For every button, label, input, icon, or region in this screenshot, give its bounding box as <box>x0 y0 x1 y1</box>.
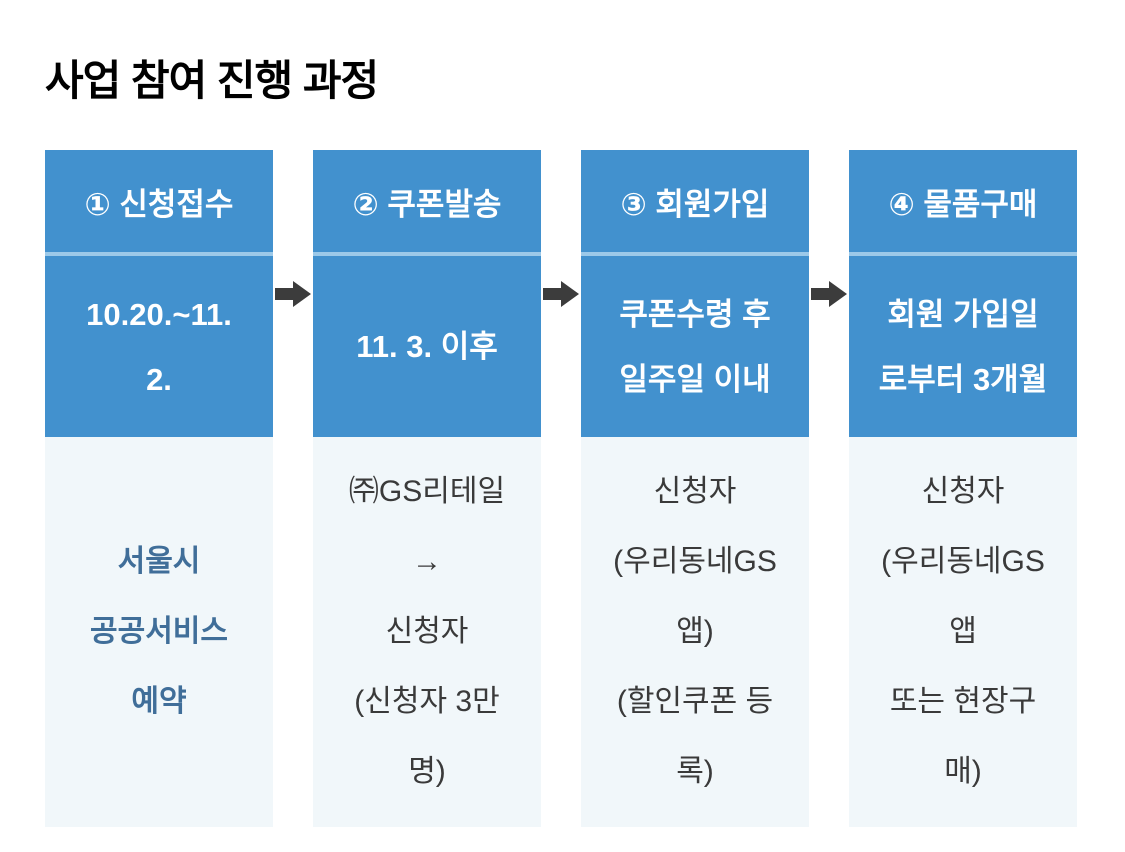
step-2-detail: ㈜GS리테일 → 신청자 (신청자 3만 명) <box>313 437 541 827</box>
step-1-detail: 서울시 공공서비스 예약 <box>45 437 273 827</box>
step-4-header: ④ 물품구매 <box>849 150 1077 256</box>
step-3-period: 쿠폰수령 후 일주일 이내 <box>581 256 809 437</box>
step-1-period: 10.20.~11. 2. <box>45 256 273 437</box>
step-column-4: ④ 물품구매 회원 가입일 로부터 3개월 신청자 (우리동네GS 앱 또는 현… <box>849 150 1077 827</box>
step-2-period: 11. 3. 이후 <box>313 256 541 437</box>
flow-arrow-3 <box>809 150 849 827</box>
step-4-period: 회원 가입일 로부터 3개월 <box>849 256 1077 437</box>
step-1-header: ① 신청접수 <box>45 150 273 256</box>
right-block-arrow-icon <box>543 281 579 307</box>
step-column-2: ② 쿠폰발송 11. 3. 이후 ㈜GS리테일 → 신청자 (신청자 3만 명) <box>313 150 541 827</box>
step-column-3: ③ 회원가입 쿠폰수령 후 일주일 이내 신청자 (우리동네GS 앱) (할인쿠… <box>581 150 809 827</box>
step-3-header: ③ 회원가입 <box>581 150 809 256</box>
flow-arrow-1 <box>273 150 313 827</box>
step-column-1: ① 신청접수 10.20.~11. 2. 서울시 공공서비스 예약 <box>45 150 273 827</box>
page-title: 사업 참여 진행 과정 <box>45 57 379 104</box>
right-block-arrow-icon <box>275 281 311 307</box>
step-3-detail: 신청자 (우리동네GS 앱) (할인쿠폰 등 록) <box>581 437 809 827</box>
step-2-header: ② 쿠폰발송 <box>313 150 541 256</box>
flow-arrow-2 <box>541 150 581 827</box>
step-4-detail: 신청자 (우리동네GS 앱 또는 현장구 매) <box>849 437 1077 827</box>
right-block-arrow-icon <box>811 281 847 307</box>
process-flow-diagram: ① 신청접수 10.20.~11. 2. 서울시 공공서비스 예약 ② 쿠폰발송… <box>45 150 1077 827</box>
